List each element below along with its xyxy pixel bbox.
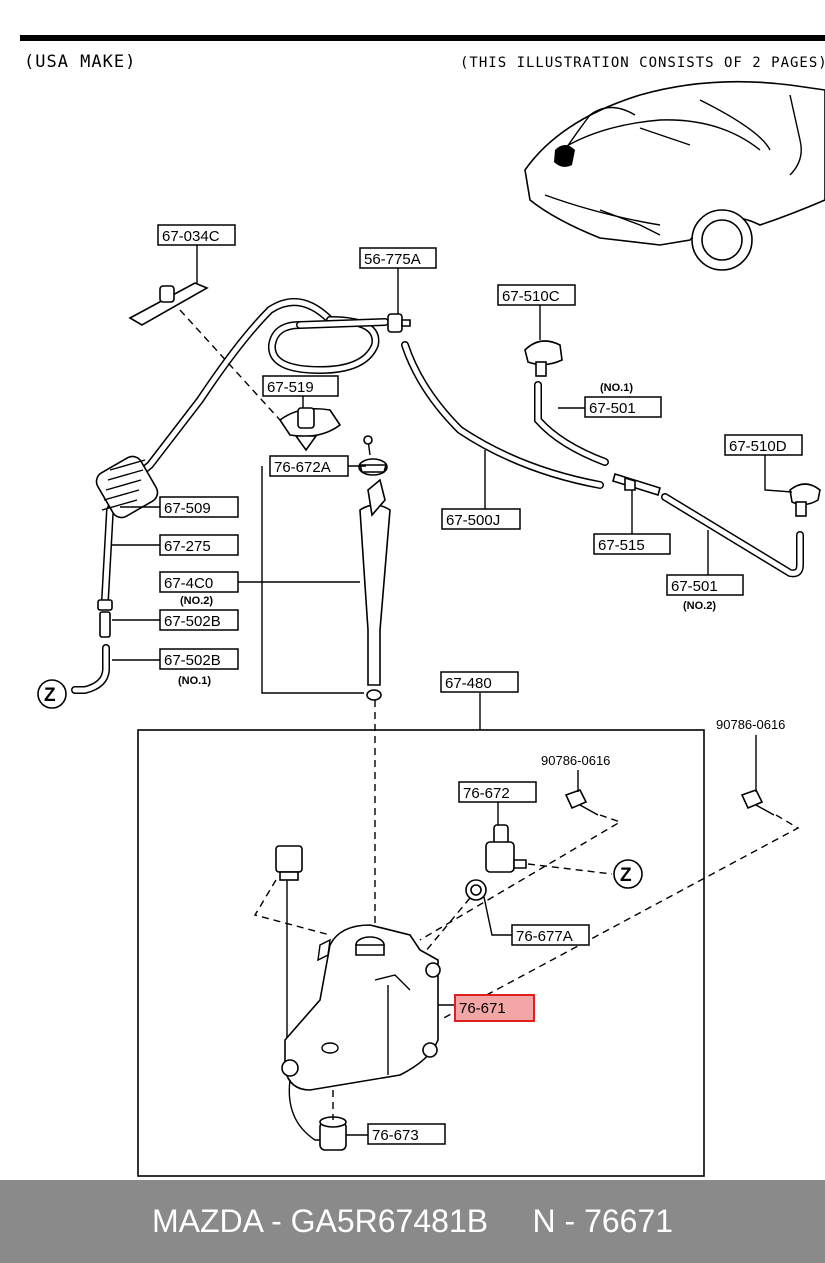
svg-text:76-672A: 76-672A xyxy=(274,459,331,476)
module-box-67-480 xyxy=(137,729,705,1177)
screw-90786-0616-b xyxy=(740,789,775,816)
nozzle-67-510D xyxy=(789,483,821,517)
footer-brand-code: MAZDA - GA5R67481B xyxy=(151,1203,489,1239)
reservoir-tank-76-671 xyxy=(281,924,441,1091)
nozzle-67-510C xyxy=(524,340,563,377)
svg-text:67-500J: 67-500J xyxy=(446,512,500,529)
svg-text:67-502B: 67-502B xyxy=(164,613,221,630)
footer-bar: MAZDA - GA5R67481B N - 76671 xyxy=(0,1180,825,1263)
svg-text:76-677A: 76-677A xyxy=(516,928,573,945)
footer-ref: N - 76671 xyxy=(532,1203,674,1239)
joint-56-775A xyxy=(387,313,411,333)
svg-text:76-671: 76-671 xyxy=(459,1000,506,1017)
coil-spring-67-509 xyxy=(95,455,159,519)
t-joint-67-515 xyxy=(612,472,661,497)
header-make: (USA MAKE) xyxy=(24,52,136,72)
label-67-4C0: 67-4C0 xyxy=(159,571,239,593)
label-67-510C: 67-510C xyxy=(497,284,576,306)
label-67-501-no2: 67-501 xyxy=(666,574,744,596)
svg-text:67-275: 67-275 xyxy=(164,538,211,555)
pump-76-672 xyxy=(485,824,527,873)
label-76-673: 76-673 xyxy=(367,1123,446,1145)
label-76-672: 76-672 xyxy=(458,781,537,803)
label-no2-right: (NO.2) xyxy=(683,600,716,612)
svg-text:76-673: 76-673 xyxy=(372,1127,419,1144)
label-76-672A: 76-672A xyxy=(269,455,349,477)
label-67-034C: 67-034C xyxy=(157,224,236,246)
label-no1-left: (NO.1) xyxy=(178,675,211,687)
header-note: (THIS ILLUSTRATION CONSISTS OF 2 PAGES) xyxy=(460,55,825,71)
label-67-510D: 67-510D xyxy=(724,434,803,456)
label-67-515: 67-515 xyxy=(593,533,671,555)
label-56-775A: 56-775A xyxy=(359,247,437,269)
connector-plug xyxy=(275,845,303,1060)
top-rule xyxy=(20,35,825,41)
car-illustration xyxy=(524,80,825,271)
label-67-502B-no1: 67-502B xyxy=(159,648,239,670)
hose-67-275 xyxy=(101,298,389,604)
z-reference-right: Z xyxy=(613,859,643,889)
z-reference-left: Z xyxy=(37,679,67,709)
z-label-right: Z xyxy=(620,865,632,886)
clip-67-519 xyxy=(278,407,342,452)
svg-text:67-502B: 67-502B xyxy=(164,652,221,669)
label-no2-left: (NO.2) xyxy=(180,595,213,607)
label-67-480: 67-480 xyxy=(440,671,519,693)
filler-neck-67-4C0 xyxy=(358,435,391,701)
svg-text:67-501: 67-501 xyxy=(589,400,636,417)
footer-gap xyxy=(488,1203,532,1240)
z-label-left: Z xyxy=(44,685,56,706)
svg-text:67-515: 67-515 xyxy=(598,537,645,554)
label-76-677A: 76-677A xyxy=(511,924,590,946)
label-67-500J: 67-500J xyxy=(441,508,521,530)
hose-fittings-left xyxy=(71,599,113,694)
label-67-519: 67-519 xyxy=(262,375,339,397)
label-67-509: 67-509 xyxy=(159,496,239,518)
svg-text:67-501: 67-501 xyxy=(671,578,718,595)
svg-text:67-034C: 67-034C xyxy=(162,228,220,245)
label-90786-0616-a: 90786-0616 xyxy=(541,753,610,768)
svg-text:76-672: 76-672 xyxy=(463,785,510,802)
svg-text:67-480: 67-480 xyxy=(445,675,492,692)
parts-diagram: (USA MAKE) (THIS ILLUSTRATION CONSISTS O… xyxy=(20,35,825,1177)
svg-text:67-4C0: 67-4C0 xyxy=(164,575,213,592)
motor-76-673 xyxy=(288,1079,347,1151)
svg-text:67-510D: 67-510D xyxy=(729,438,787,455)
label-76-671-highlighted: 76-671 xyxy=(454,994,535,1022)
label-no1-top: (NO.1) xyxy=(600,382,633,394)
grommet-76-677A xyxy=(465,879,487,901)
screw-90786-0616-a xyxy=(564,789,599,816)
svg-text:67-519: 67-519 xyxy=(267,379,314,396)
label-90786-0616-b: 90786-0616 xyxy=(716,717,785,732)
svg-text:56-775A: 56-775A xyxy=(364,251,421,268)
label-67-502B-no2: 67-502B xyxy=(159,609,239,631)
nozzle-cover-part xyxy=(128,282,209,326)
svg-text:67-510C: 67-510C xyxy=(502,288,560,305)
svg-text:67-509: 67-509 xyxy=(164,500,211,517)
label-67-275: 67-275 xyxy=(159,534,239,556)
label-67-501-no1: 67-501 xyxy=(584,396,662,418)
